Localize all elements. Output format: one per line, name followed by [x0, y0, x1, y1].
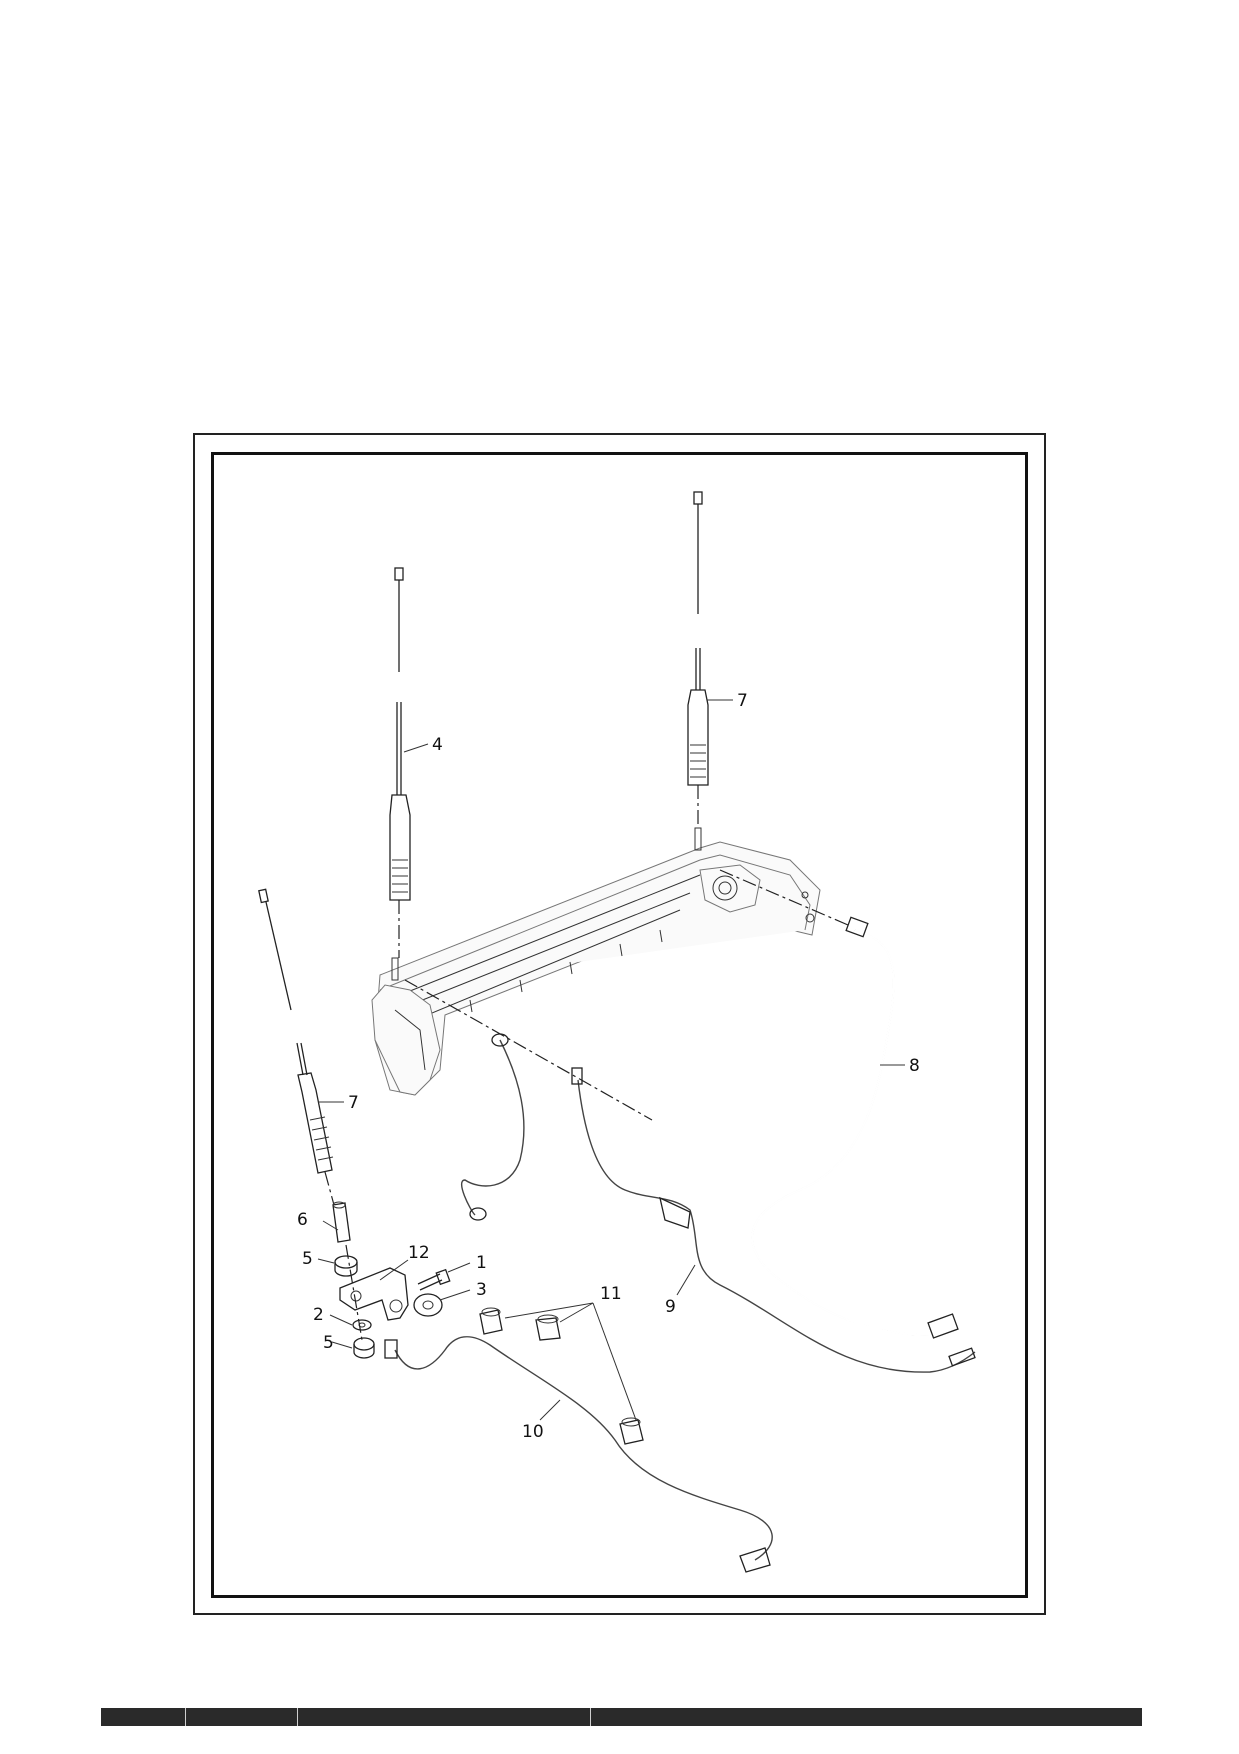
antenna-7-right: [687, 491, 709, 828]
axis-line-left: [404, 979, 653, 1121]
footer-cell-1: [101, 1708, 186, 1726]
callout-10: 10: [522, 1422, 544, 1442]
callout-labels: 4 7 7 8 6 12 1 5 3 2 5 11 9 10: [297, 691, 920, 1442]
callout-9: 9: [665, 1297, 676, 1317]
antenna-7-left: [258, 888, 335, 1206]
diagram-outer-frame: [193, 433, 1046, 1615]
callout-1: 1: [476, 1253, 487, 1273]
callout-5-top: 5: [302, 1249, 313, 1269]
bumper-assembly: [371, 827, 821, 1096]
footer-cell-3: [298, 1708, 591, 1726]
footer-cell-4: [591, 1708, 1142, 1726]
cable-8: [751, 916, 959, 1339]
cable-10: [384, 1336, 773, 1573]
callout-4: 4: [432, 735, 443, 755]
leader-lines: [317, 699, 905, 1421]
footer-cell-2: [186, 1708, 298, 1726]
cable-9: [460, 1033, 976, 1373]
callout-6: 6: [297, 1210, 308, 1230]
callout-12: 12: [408, 1243, 430, 1263]
axis-line-right: [719, 869, 849, 926]
callout-11: 11: [600, 1284, 622, 1304]
clips-11: [479, 1307, 644, 1445]
footer-bar: [101, 1708, 1142, 1726]
callout-7-left: 7: [348, 1093, 359, 1113]
antenna-4: [389, 567, 411, 958]
mount-hardware: [332, 1201, 451, 1359]
callout-8: 8: [909, 1056, 920, 1076]
callout-2: 2: [313, 1305, 324, 1325]
diagram-inner-frame: [211, 452, 1028, 1598]
callout-5-bottom: 5: [323, 1333, 334, 1353]
callout-7-right: 7: [737, 691, 748, 711]
callout-3: 3: [476, 1280, 487, 1300]
